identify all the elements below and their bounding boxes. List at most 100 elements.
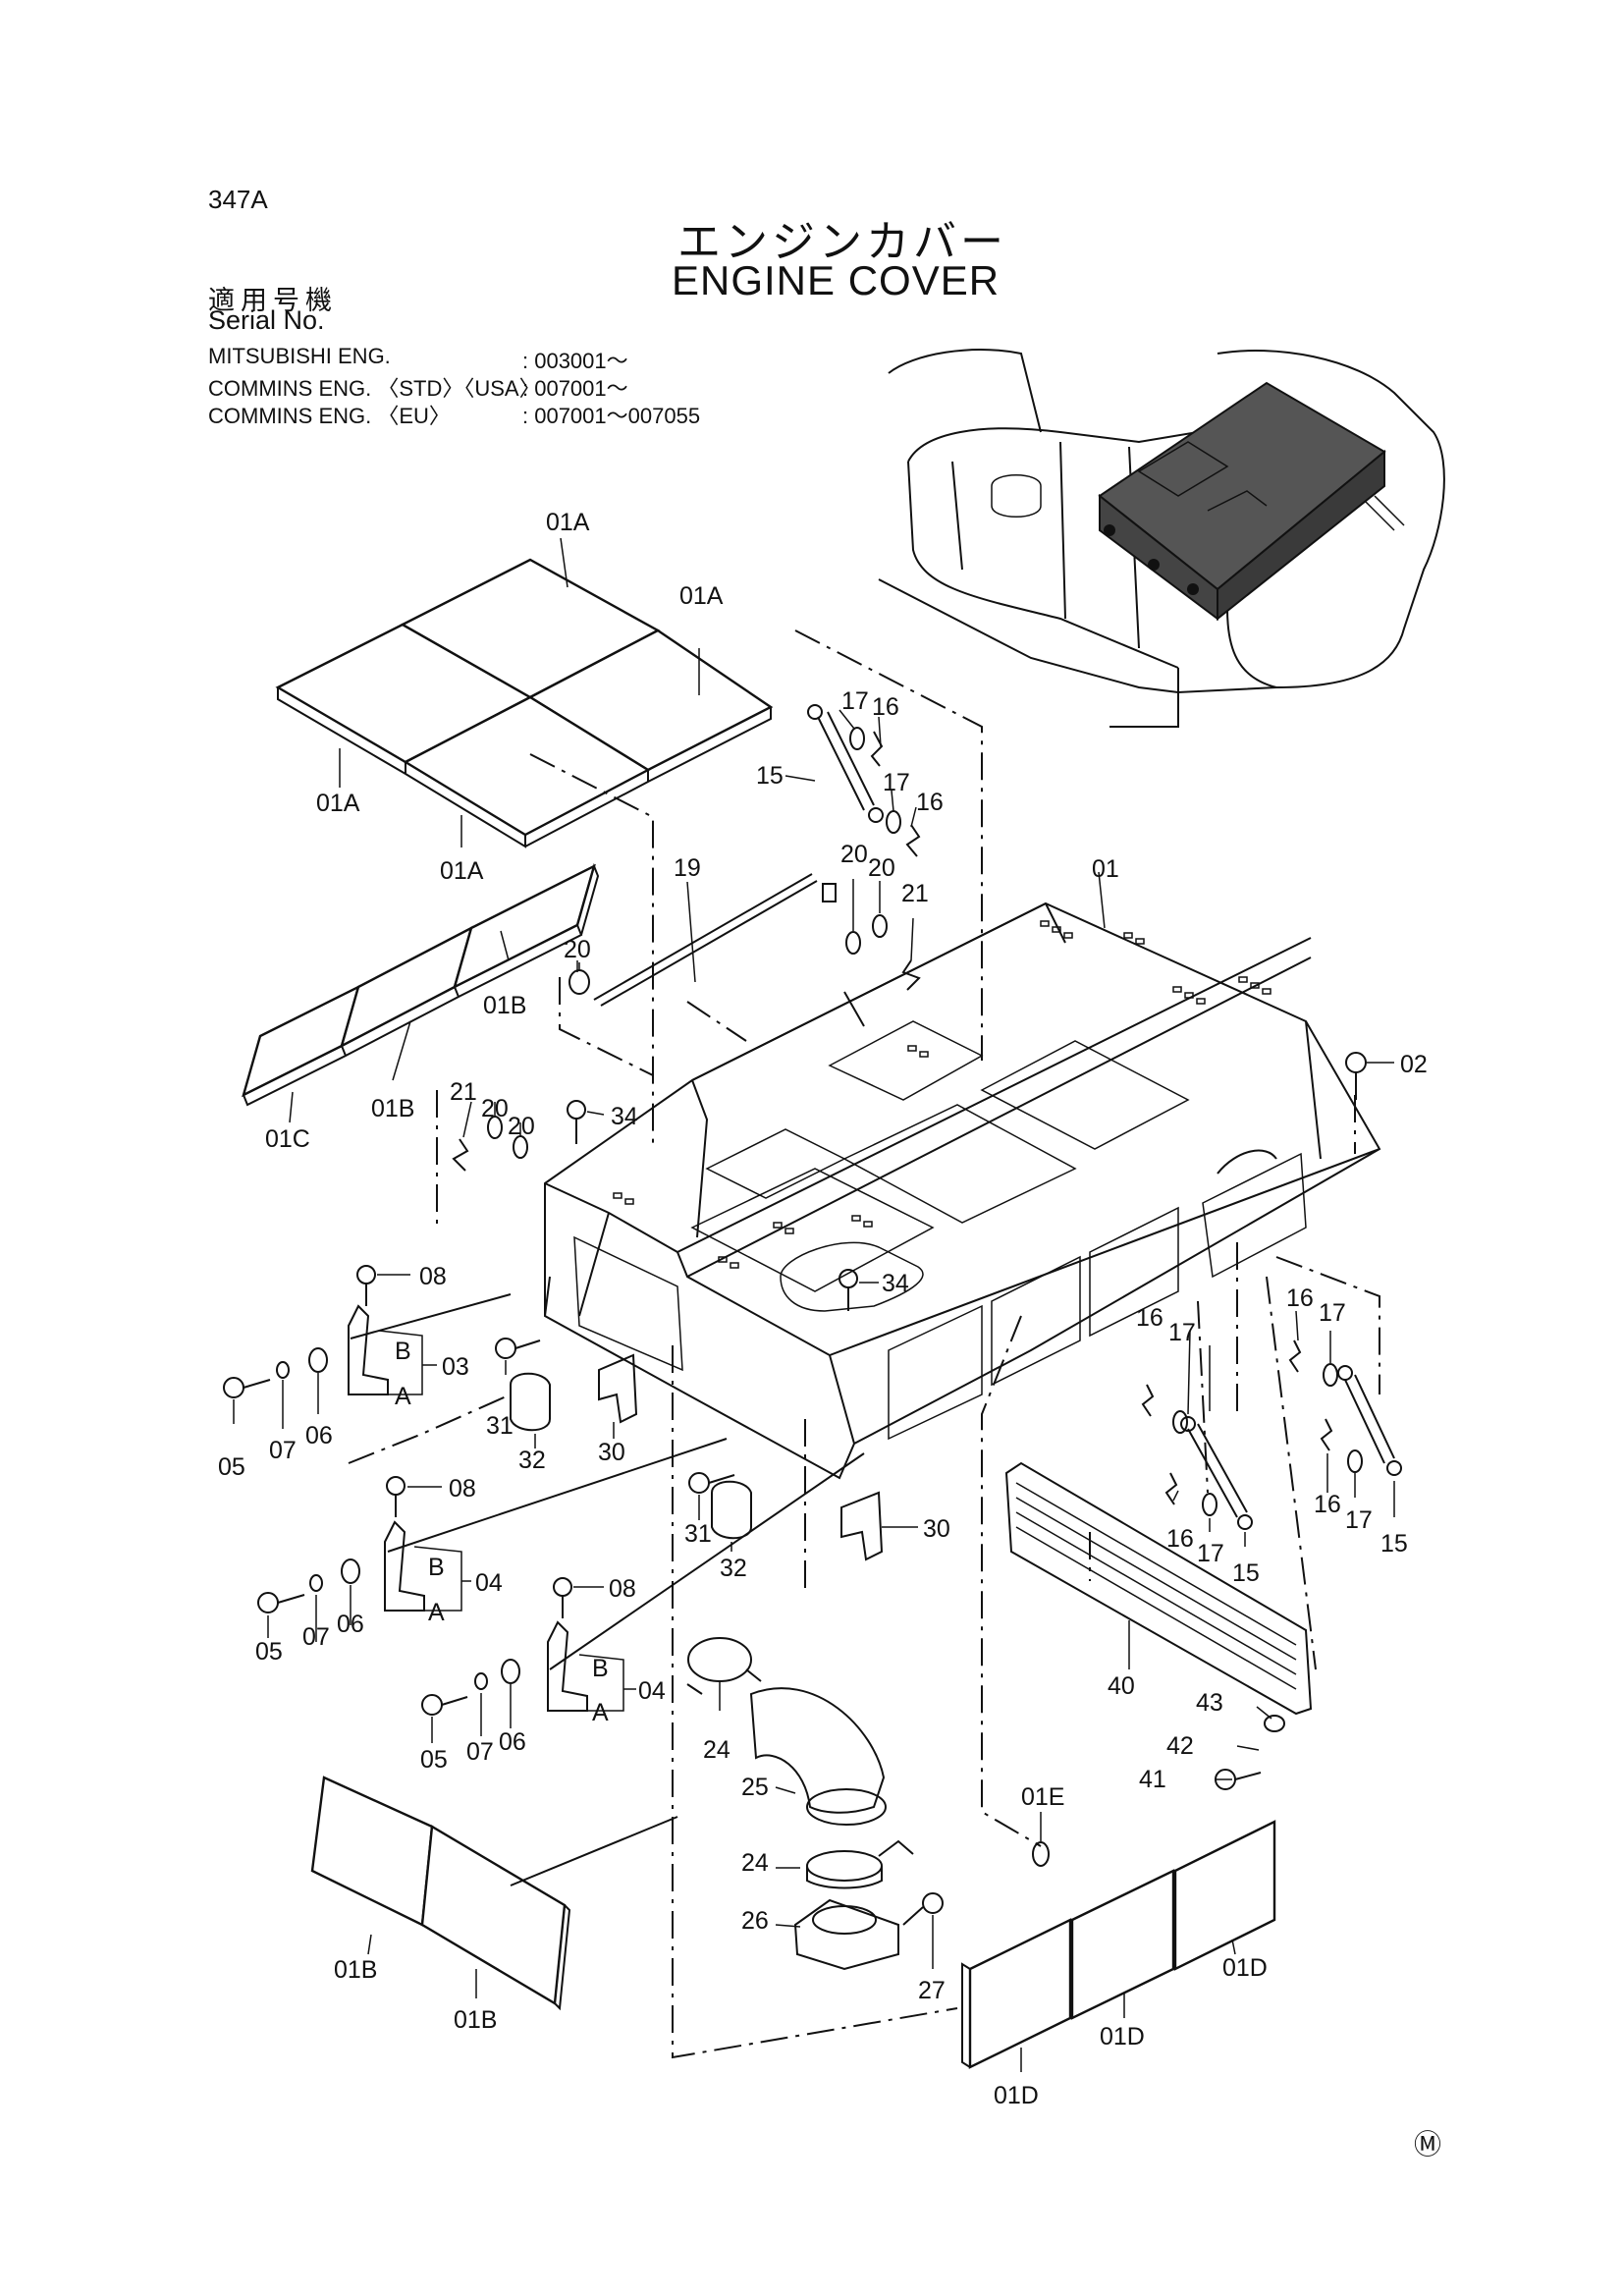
panel-01A-group <box>275 558 774 848</box>
label-15-1: 15 <box>756 762 784 790</box>
label-20-1: 20 <box>564 936 591 963</box>
part-labels: 01A 01A 01A 01A 01B 01B 01C 19 20 01 02 … <box>218 509 1441 2159</box>
label-01D-3: 01D <box>994 2082 1039 2109</box>
label-01: 01 <box>1092 855 1119 883</box>
label-34-2: 34 <box>882 1270 909 1297</box>
washers <box>276 727 1363 1867</box>
label-21-2: 21 <box>450 1078 477 1106</box>
serial-range-commins-std-usa: : 007001～ <box>522 376 628 401</box>
label-03: 03 <box>442 1353 469 1381</box>
leader-lines <box>233 537 1395 2072</box>
panel-01D-lower <box>961 1820 1276 2069</box>
label-01A-2: 01A <box>679 582 724 610</box>
label-B-2: B <box>428 1554 445 1581</box>
label-02: 02 <box>1400 1051 1428 1078</box>
label-17-6: 17 <box>1345 1506 1373 1534</box>
serial-range-mitsubishi: : 003001～ <box>522 349 628 373</box>
label-20-3: 20 <box>868 854 895 882</box>
intake-hose-assembly <box>686 1637 914 1971</box>
title-japanese: エンジンカバー <box>677 218 1007 266</box>
label-31-1: 31 <box>486 1412 514 1440</box>
serial-engine-commins-eu: COMMINS ENG. 〈EU〉 <box>208 404 451 428</box>
label-05-1: 05 <box>218 1453 245 1481</box>
label-01B-4: 01B <box>454 2006 497 2034</box>
label-34-1: 34 <box>611 1103 638 1130</box>
label-01B-2: 01B <box>371 1095 414 1122</box>
label-01C: 01C <box>265 1125 310 1153</box>
label-17-1: 17 <box>841 687 869 715</box>
label-06-2: 06 <box>337 1611 364 1638</box>
label-16-4: 16 <box>1166 1525 1194 1553</box>
label-B-1: B <box>395 1338 411 1365</box>
gas-struts-15 <box>807 704 1402 1530</box>
title-english: ENGINE COVER <box>672 257 1001 303</box>
bolts <box>223 1052 1367 1926</box>
label-07-3: 07 <box>466 1738 494 1766</box>
label-16-2: 16 <box>916 789 944 816</box>
label-30-2: 30 <box>923 1515 950 1543</box>
excavator-location-inset <box>878 349 1445 728</box>
label-42: 42 <box>1166 1732 1194 1760</box>
label-19: 19 <box>674 854 701 882</box>
label-01A-3: 01A <box>316 790 360 817</box>
label-24-1: 24 <box>703 1736 730 1764</box>
label-41: 41 <box>1139 1766 1166 1793</box>
label-16-3: 16 <box>1136 1304 1163 1332</box>
label-01B-3: 01B <box>334 1956 377 1984</box>
page-code: 347A <box>208 185 268 214</box>
label-01D-1: 01D <box>1222 1954 1268 1982</box>
label-16-5: 16 <box>1286 1285 1314 1312</box>
footer-mark: Ⓜ <box>1414 2129 1441 2159</box>
assembly-lines <box>348 629 1380 2059</box>
label-21-1: 21 <box>901 880 929 907</box>
label-31-2: 31 <box>684 1520 712 1548</box>
label-30-1: 30 <box>598 1439 625 1466</box>
clips <box>452 731 1333 1505</box>
label-20-2: 20 <box>840 841 868 868</box>
label-05-2: 05 <box>255 1638 283 1666</box>
label-08-1: 08 <box>419 1263 447 1290</box>
label-17-4: 17 <box>1197 1540 1224 1567</box>
label-05-3: 05 <box>420 1746 448 1774</box>
serial-engine-commins-std-usa: COMMINS ENG. 〈STD〉〈USA〉 <box>208 376 541 401</box>
label-20-5: 20 <box>508 1113 535 1140</box>
serial-label-english: Serial No. <box>208 305 325 335</box>
label-04-2: 04 <box>638 1677 666 1705</box>
label-01A-1: 01A <box>546 509 590 536</box>
label-06-1: 06 <box>305 1422 333 1449</box>
rod-19 <box>593 873 837 1007</box>
engine-cover-body-01 <box>544 902 1381 1480</box>
latch-assemblies <box>348 1304 588 1712</box>
label-B-3: B <box>592 1655 609 1682</box>
label-32-2: 32 <box>720 1555 747 1582</box>
serial-engine-mitsubishi: MITSUBISHI ENG. <box>208 344 391 368</box>
label-A-1: A <box>395 1383 411 1410</box>
label-17-3: 17 <box>1168 1319 1196 1346</box>
label-15-3: 15 <box>1380 1530 1408 1558</box>
label-06-3: 06 <box>499 1728 526 1756</box>
label-01B-1: 01B <box>483 992 526 1019</box>
label-27: 27 <box>918 1977 946 2004</box>
label-24-2: 24 <box>741 1849 769 1877</box>
grille-40 <box>1004 1461 1313 1716</box>
vent-holes <box>613 920 1271 1269</box>
serial-label-japanese: 適用号機 <box>208 286 338 315</box>
label-A-3: A <box>592 1699 609 1726</box>
label-16-6: 16 <box>1314 1491 1341 1518</box>
panel-01B-lower <box>310 1776 571 2011</box>
label-07-2: 07 <box>302 1623 330 1651</box>
label-16-1: 16 <box>872 693 899 721</box>
label-04-1: 04 <box>475 1569 503 1597</box>
label-15-2: 15 <box>1232 1559 1260 1587</box>
label-40: 40 <box>1108 1672 1135 1700</box>
label-43: 43 <box>1196 1689 1223 1717</box>
label-25: 25 <box>741 1774 769 1801</box>
panel-01B-01C-upper <box>242 862 600 1107</box>
label-08-3: 08 <box>609 1575 636 1603</box>
label-32-1: 32 <box>518 1447 546 1474</box>
label-08-2: 08 <box>449 1475 476 1503</box>
label-A-2: A <box>428 1599 445 1626</box>
label-17-5: 17 <box>1319 1299 1346 1327</box>
serial-range-commins-eu: : 007001～007055 <box>522 404 701 428</box>
